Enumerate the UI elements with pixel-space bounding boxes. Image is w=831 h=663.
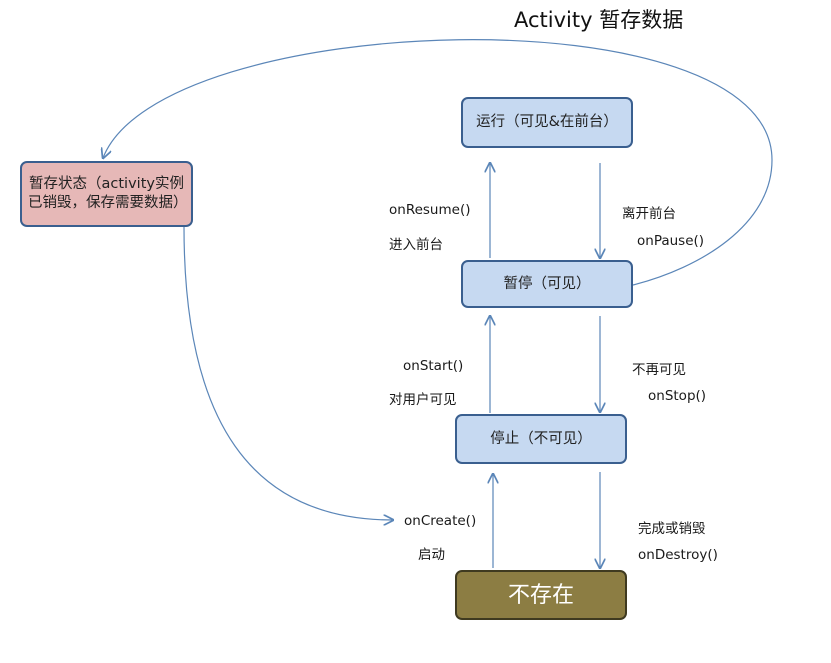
pause-to-saved-arrow	[103, 39, 773, 286]
state-saved: 暂存状态（activity实例已销毁，保存需要数据）	[20, 161, 193, 227]
visible-to-user-label: 对用户可见	[389, 392, 457, 408]
on-resume-label: onResume()	[389, 202, 471, 218]
finish-or-destroy-label: 完成或销毁	[638, 521, 706, 537]
launch-label: 启动	[418, 547, 445, 563]
state-nonexistent: 不存在	[455, 570, 627, 620]
state-paused: 暂停（可见）	[461, 260, 633, 308]
on-destroy-label: onDestroy()	[638, 547, 718, 563]
on-start-label: onStart()	[403, 358, 464, 374]
enter-foreground-label: 进入前台	[389, 237, 443, 253]
state-running: 运行（可见&在前台）	[461, 97, 633, 148]
leave-foreground-label: 离开前台	[622, 206, 676, 222]
no-longer-visible-label: 不再可见	[632, 362, 686, 378]
on-create-label: onCreate()	[404, 513, 477, 529]
on-pause-label: onPause()	[637, 233, 705, 249]
on-stop-label: onStop()	[648, 388, 707, 404]
saved-to-create-arrow	[183, 226, 393, 520]
state-stopped: 停止（不可见）	[455, 414, 627, 464]
diagram-title: Activity 暂存数据	[514, 8, 684, 32]
